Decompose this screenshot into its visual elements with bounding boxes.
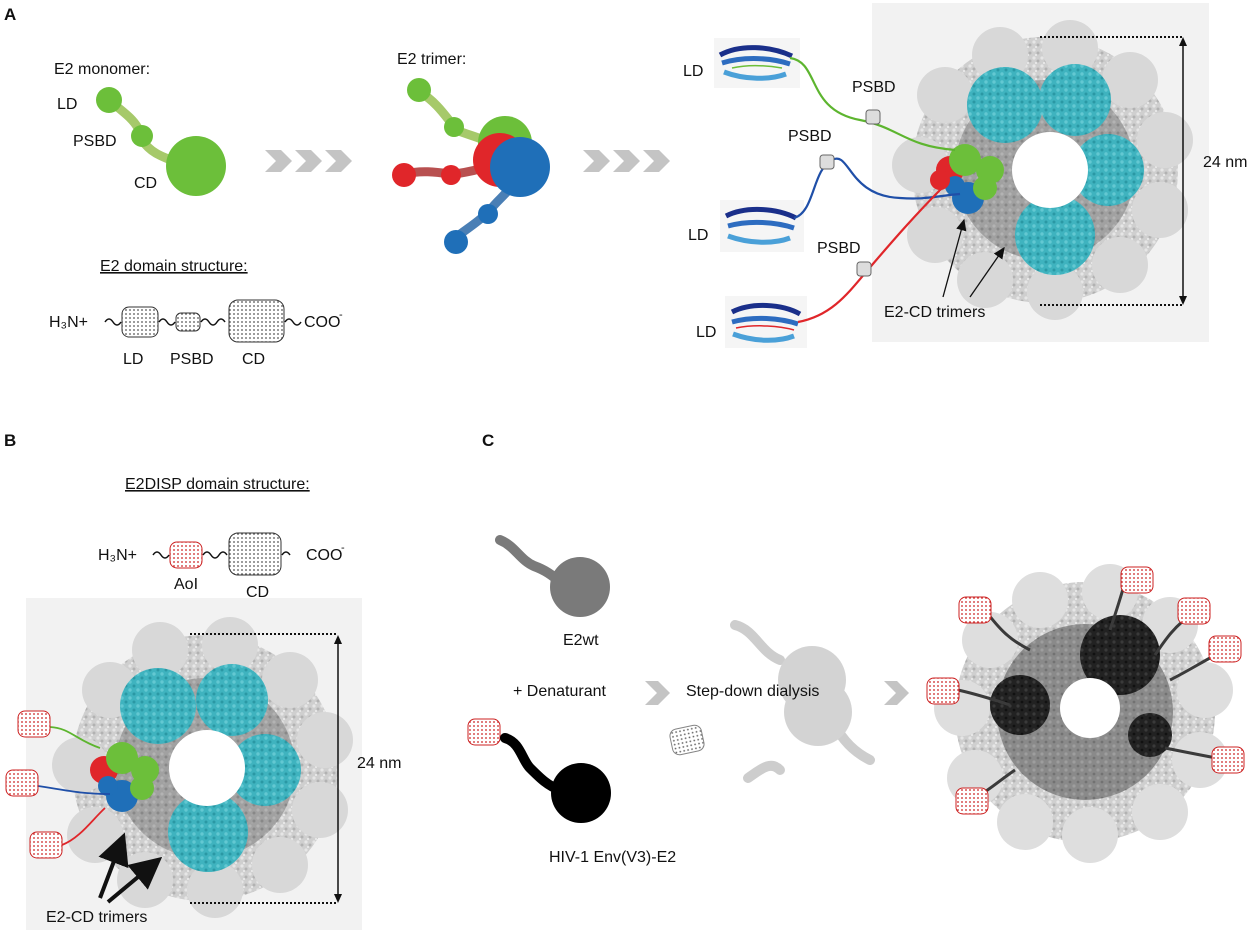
psbd-icon — [819, 109, 881, 277]
psbd-label-1: PSBD — [852, 79, 896, 96]
e2wt-label: E2wt — [563, 632, 599, 649]
monomer-title: E2 monomer: — [54, 61, 150, 78]
monomer-psbd-domain — [131, 125, 153, 147]
ld-label-2: LD — [688, 227, 708, 244]
ld-label-3: LD — [696, 324, 716, 341]
aoi-tag-1 — [17, 710, 51, 738]
lipoyl-domain-ribbon-3 — [725, 296, 807, 348]
denaturant-label: + Denaturant — [513, 683, 607, 700]
process-arrow-icon-2 — [884, 681, 909, 705]
refolding-illustration — [669, 620, 875, 783]
chevron-arrow-icon — [583, 150, 670, 172]
domain-ld-label: LD — [123, 351, 143, 368]
domain-cd-label: CD — [242, 351, 265, 368]
e2wt-illustration — [495, 535, 610, 617]
domain-n-term-b: H₃N+ — [98, 547, 137, 564]
chevron-arrow-icon — [265, 150, 352, 172]
aoi-tag-2 — [5, 769, 39, 797]
panel-letter-c: C — [482, 431, 494, 450]
blue-linker — [793, 157, 961, 220]
domain-title-b: E2DISP domain structure: — [125, 476, 310, 493]
monomer-ld-label: LD — [57, 96, 77, 113]
monomer-cd-label: CD — [134, 175, 157, 192]
size-label-a: 24 nm — [1203, 154, 1247, 171]
displayed-antigen-tags — [926, 566, 1245, 815]
chimeric-core-structure — [934, 564, 1233, 863]
dimension-bracket-b — [190, 633, 342, 904]
fusion-label: HIV-1 Env(V3)-E2 — [549, 849, 676, 866]
fusion-construct-illustration — [467, 718, 611, 823]
green-linker — [789, 56, 956, 152]
domain-n-term-a: H₃N+ — [49, 314, 88, 331]
psbd-label-3: PSBD — [817, 240, 861, 257]
aoi-tag-3 — [29, 831, 63, 859]
monomer-cd-domain — [166, 136, 226, 196]
monomer-psbd-label: PSBD — [73, 133, 117, 150]
size-label-b: 24 nm — [357, 755, 401, 772]
dialysis-label: Step-down dialysis — [686, 683, 819, 700]
domain-cd-label-b: CD — [246, 584, 269, 601]
monomer-ld-domain — [96, 87, 122, 113]
e2disp-domain-structure: H₃N+ COO - AoI CD — [98, 532, 345, 601]
panel-letter-a: A — [4, 5, 16, 24]
e2-trimer-illustration: E2 trimer: — [392, 51, 550, 254]
lipoyl-domain-ribbon-1 — [714, 38, 800, 88]
domain-c-term-b: COO — [306, 547, 342, 564]
dimension-bracket-a — [1040, 36, 1187, 306]
domain-c-charge-a: - — [339, 309, 343, 321]
psbd-label-2: PSBD — [788, 128, 832, 145]
domain-c-charge-b: - — [341, 542, 345, 554]
domain-psbd-label: PSBD — [170, 351, 214, 368]
trimers-label-b: E2-CD trimers — [46, 909, 147, 926]
process-arrow-icon — [645, 681, 670, 705]
lipoyl-domain-ribbon-2 — [720, 200, 804, 252]
trimer-title: E2 trimer: — [397, 51, 466, 68]
e2-core-structure-b — [26, 598, 362, 930]
e2-monomer-illustration: E2 monomer: LD PSBD CD — [54, 61, 226, 196]
trimers-label-a: E2-CD trimers — [884, 304, 985, 321]
ld-label-1: LD — [683, 63, 703, 80]
domain-title-a: E2 domain structure: — [100, 258, 248, 275]
panel-letter-b: B — [4, 431, 16, 450]
e2-core-structure-a — [872, 3, 1209, 342]
domain-aoi-label: AoI — [174, 576, 198, 593]
domain-c-term-a: COO — [304, 314, 340, 331]
e2-domain-structure: E2 domain structure: H₃N+ COO - LD PSBD … — [49, 258, 343, 368]
